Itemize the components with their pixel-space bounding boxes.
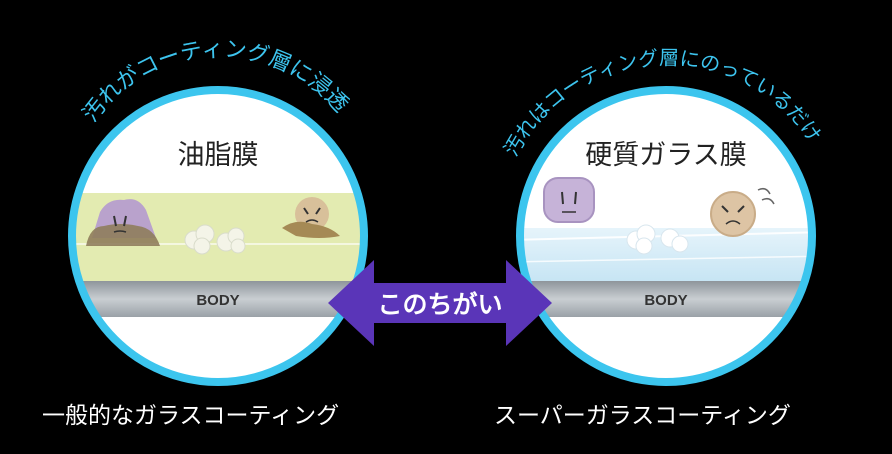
- dirt-character-icon: [86, 199, 160, 246]
- right-body-label: BODY: [644, 292, 687, 309]
- dirt-character-icon: [282, 197, 340, 238]
- body-bar: [520, 281, 812, 317]
- left-circle: 油脂膜 BODY: [68, 86, 368, 386]
- left-caption: 一般的なガラスコーティング: [42, 403, 340, 429]
- dirt-character-icon: [710, 187, 775, 237]
- dirt-character-icon: [543, 177, 595, 223]
- arrow-label: このちがい: [377, 290, 502, 319]
- right-circle: 硬質ガラス膜 BODY: [516, 86, 816, 386]
- left-body-label: BODY: [196, 292, 239, 309]
- fluff-particle-icon: [184, 224, 246, 255]
- left-title: 油脂膜: [178, 140, 259, 171]
- body-bar: [72, 281, 364, 317]
- double-arrow: このちがい: [328, 260, 552, 346]
- right-title: 硬質ガラス膜: [585, 140, 746, 171]
- right-caption: スーパーガラスコーティング: [494, 403, 791, 429]
- fluff-particle-icon: [626, 224, 689, 255]
- double-arrow-icon: [328, 260, 552, 346]
